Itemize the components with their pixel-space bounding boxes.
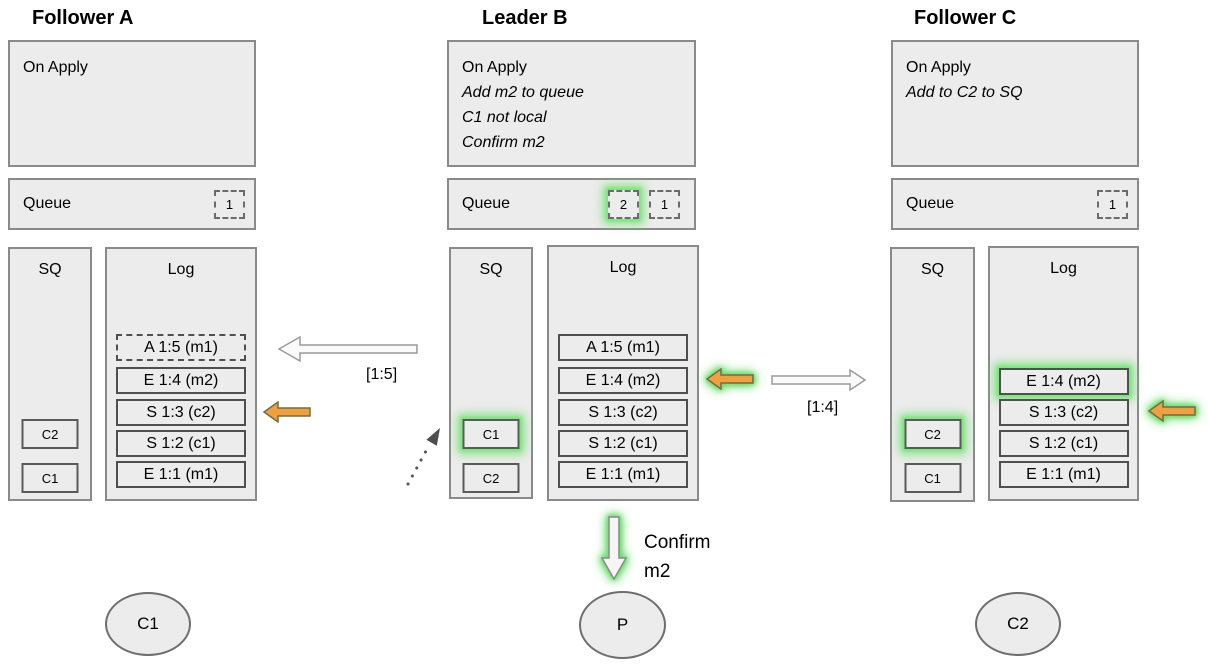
confirm-arrow: [601, 516, 627, 580]
on-apply-note: Add to C2 to SQ: [906, 84, 1023, 101]
on-apply-box-b: On Apply Add m2 to queue C1 not local Co…: [447, 40, 696, 167]
client-ellipse-p: P: [579, 591, 666, 659]
log-label: Log: [167, 261, 195, 278]
sq-label: SQ: [38, 261, 62, 278]
queue-box-b: Queue 2 1: [447, 178, 696, 230]
queue-item: 1: [649, 189, 680, 219]
log-entry: A 1:5 (m1): [116, 334, 246, 361]
on-apply-label: On Apply: [462, 59, 527, 76]
on-apply-box-a: On Apply: [8, 40, 256, 167]
node-title-follower-c: Follower C: [914, 7, 1017, 29]
sq-item: C1: [21, 463, 79, 493]
replicate-arrow-b-to-c: [771, 369, 866, 391]
on-apply-label: On Apply: [23, 59, 88, 76]
apply-pointer-arrow-c: [1148, 400, 1196, 422]
on-apply-note: Confirm m2: [462, 134, 545, 151]
log-entry: S 1:2 (c1): [998, 430, 1129, 457]
queue-label: Queue: [906, 195, 955, 212]
on-apply-note: C1 not local: [462, 109, 547, 126]
log-entry: S 1:3 (c2): [558, 399, 688, 426]
sq-label: SQ: [479, 261, 503, 278]
sq-box-c: SQ C2 C1: [890, 247, 975, 502]
sq-item-highlighted: C1: [462, 419, 520, 449]
apply-pointer-arrow-b: [706, 368, 754, 390]
queue-item-highlighted: 2: [608, 189, 639, 219]
sq-lookup-dotted-arrow: [406, 428, 440, 486]
log-entry: S 1:2 (c1): [116, 430, 246, 457]
log-entry: E 1:1 (m1): [116, 461, 246, 488]
queue-box-c: Queue 1: [891, 178, 1139, 230]
queue-label: Queue: [23, 195, 72, 212]
replicate-arrow-b-to-a: [278, 336, 418, 362]
log-entry: S 1:2 (c1): [558, 430, 688, 457]
sq-item: C2: [462, 463, 520, 493]
on-apply-note: Add m2 to queue: [462, 84, 584, 101]
log-entry: S 1:3 (c2): [998, 399, 1129, 426]
log-entry: E 1:4 (m2): [558, 367, 688, 394]
queue-label: Queue: [462, 195, 511, 212]
log-entry: E 1:1 (m1): [998, 461, 1129, 488]
log-entry: S 1:3 (c2): [116, 399, 246, 426]
log-box-c: Log E 1:4 (m2) S 1:3 (c2) S 1:2 (c1) E 1…: [988, 246, 1139, 501]
queue-item: 1: [214, 189, 245, 219]
sq-item-highlighted: C2: [904, 419, 961, 449]
sq-label: SQ: [920, 261, 945, 278]
replicate-range-label-a: [1:5]: [366, 366, 398, 383]
on-apply-box-c: On Apply Add to C2 to SQ: [891, 40, 1139, 167]
log-entry: E 1:4 (m2): [116, 367, 246, 394]
queue-item: 1: [1097, 189, 1128, 219]
sq-item: C2: [21, 419, 79, 449]
client-label: P: [616, 615, 629, 634]
log-box-b: Log A 1:5 (m1) E 1:4 (m2) S 1:3 (c2) S 1…: [547, 245, 699, 501]
sq-item: C1: [904, 463, 961, 493]
apply-pointer-arrow-a: [263, 401, 311, 423]
log-entry: A 1:5 (m1): [558, 334, 688, 361]
client-label: C2: [1007, 614, 1029, 633]
node-title-follower-a: Follower A: [32, 7, 134, 29]
sq-box-b: SQ C1 C2: [449, 247, 533, 499]
sq-box-a: SQ C2 C1: [8, 247, 92, 501]
log-entry: E 1:1 (m1): [558, 461, 688, 488]
log-label: Log: [1050, 260, 1077, 277]
on-apply-label: On Apply: [906, 59, 971, 76]
log-box-a: Log A 1:5 (m1) E 1:4 (m2) S 1:3 (c2) S 1…: [105, 247, 257, 501]
node-title-leader-b: Leader B: [482, 7, 568, 29]
replicate-range-label-c: [1:4]: [807, 399, 839, 416]
client-label: C1: [137, 614, 159, 633]
confirm-label: Confirm m2: [644, 532, 711, 582]
log-label: Log: [609, 259, 637, 276]
client-ellipse-c1: C1: [105, 592, 191, 656]
log-entry-highlighted: E 1:4 (m2): [998, 368, 1129, 395]
queue-box-a: Queue 1: [8, 178, 256, 230]
client-ellipse-c2: C2: [975, 592, 1061, 656]
